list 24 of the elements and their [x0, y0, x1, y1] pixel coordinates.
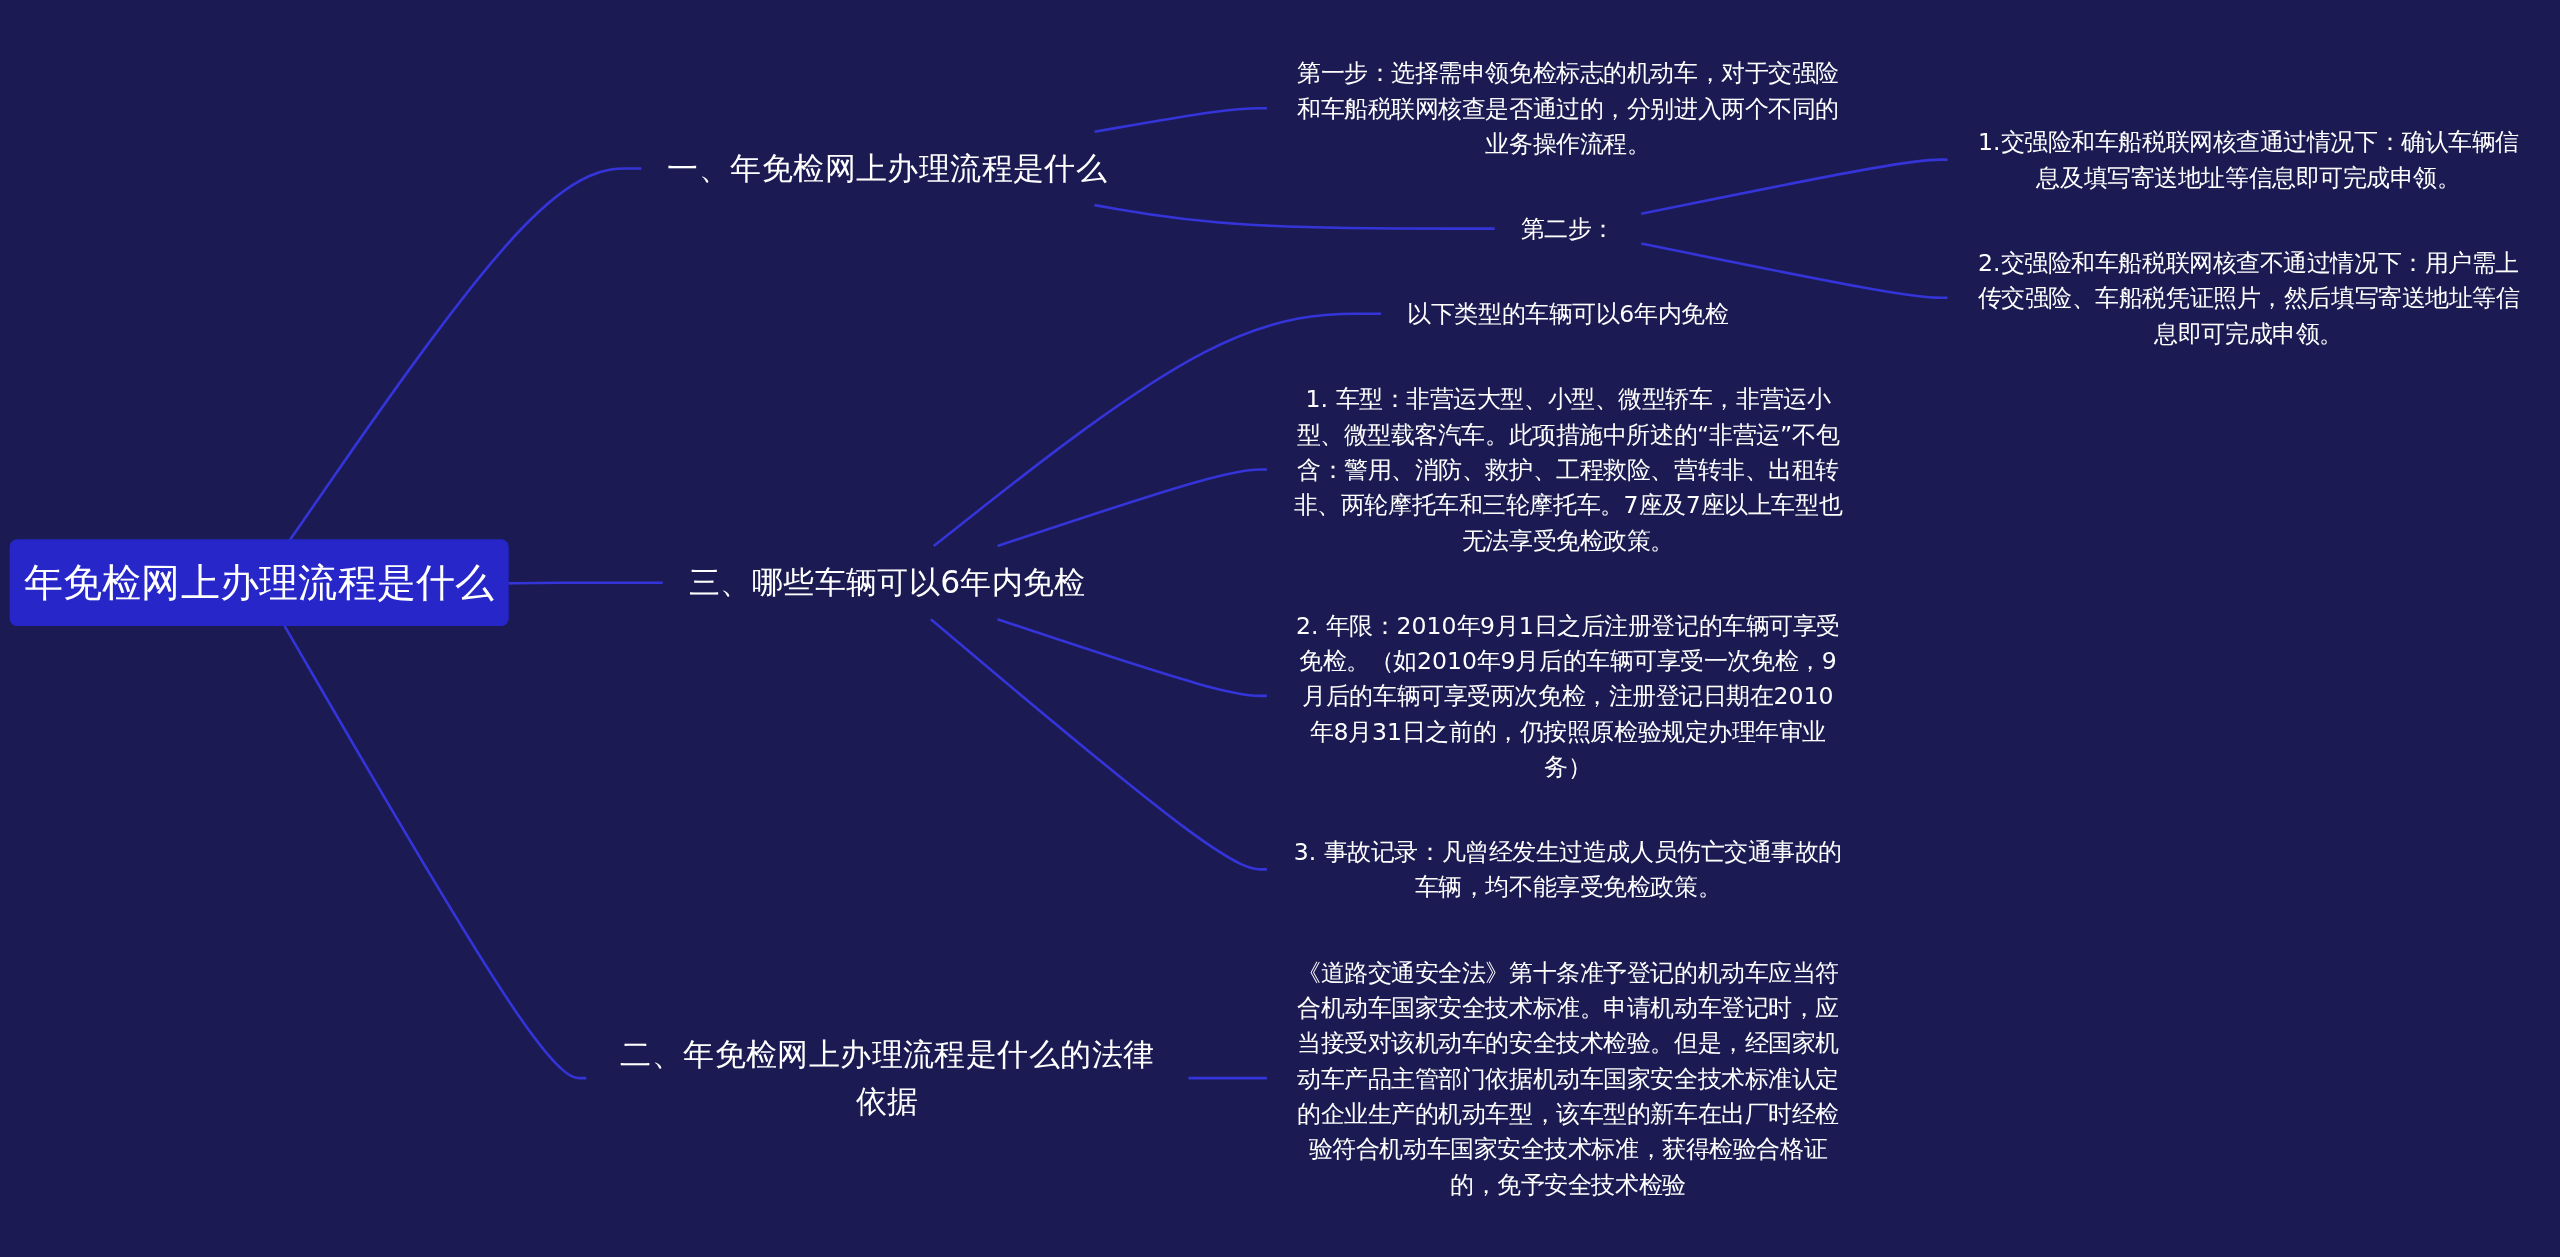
node-text: 3. 事故记录：凡曾经发生过造成人员伤亡交通事故的车辆，均不能享受免检政策。 — [1293, 837, 1843, 901]
node-text: 《道路交通安全法》第十条准予登记的机动车应当符合机动车国家安全技术标准。申请机动车登记时，应当接受对该机动车的安全技术检验。但是，经国家机动车产品主管部门依据机动车国家安全技术标准认定的企业生产的机动车型，该车型的新车在出厂时经检验符合机动车国家安全技术标准，获得检验合格证的，免予安全技术检验 — [1297, 958, 1839, 1198]
node-text: 2. 年限：2010年9月1日之后注册登记的车辆可享受免检。（如2010年9月后的车辆可享受一次免检，9月后的车辆可享受两次免检，注册登记日期在2010年8月31日之前的，仍按照原检验规定办理年审业务） — [1295, 611, 1840, 781]
connector — [997, 468, 1267, 548]
node-text: 第一步：选择需申领免检标志的机动车，对于交强险和车船税联网核查是否通过的，分别进入两个不同的业务操作流程。 — [1297, 59, 1839, 158]
connector — [508, 581, 663, 585]
connector — [932, 312, 1382, 548]
node-text: 1. 车型：非营运大型、小型、微型轿车，非营运小型、微型载客汽车。此项措施中所述的“非营运”不包含：警用、消防、救护、工程救险、营转非、出租转非、两轮摩托车和三轮摩托车。7座及7座以上车型也无法享受免检政策。 — [1293, 385, 1843, 554]
node-text: 一、年免检网上办理流程是什么 — [667, 150, 1108, 187]
node-text: 1.交强险和车船税联网核查通过情况下：确认车辆信息及填写寄送地址等信息即可完成申领。 — [1978, 128, 2519, 192]
connector — [283, 625, 587, 1080]
connector — [1640, 242, 1948, 299]
node-text: 2.交强险和车船税联网核查不通过情况下：用户需上传交强险、车船税凭证照片，然后填写寄送地址等信息即可完成申领。 — [1977, 248, 2520, 347]
connector — [1094, 203, 1495, 230]
connector — [930, 618, 1267, 871]
connector — [1188, 1076, 1267, 1080]
connector — [997, 618, 1267, 698]
node-text: 以下类型的车辆可以6年内免检 — [1407, 299, 1729, 328]
connector — [1640, 158, 1948, 216]
node-text: 第二步： — [1520, 214, 1616, 243]
connector — [288, 167, 642, 542]
node-text: 三、哪些车辆可以6年内免检 — [688, 564, 1086, 602]
connector — [1094, 106, 1267, 134]
node-text: 二、年免检网上办理流程是什么的法律依据 — [620, 1036, 1155, 1120]
